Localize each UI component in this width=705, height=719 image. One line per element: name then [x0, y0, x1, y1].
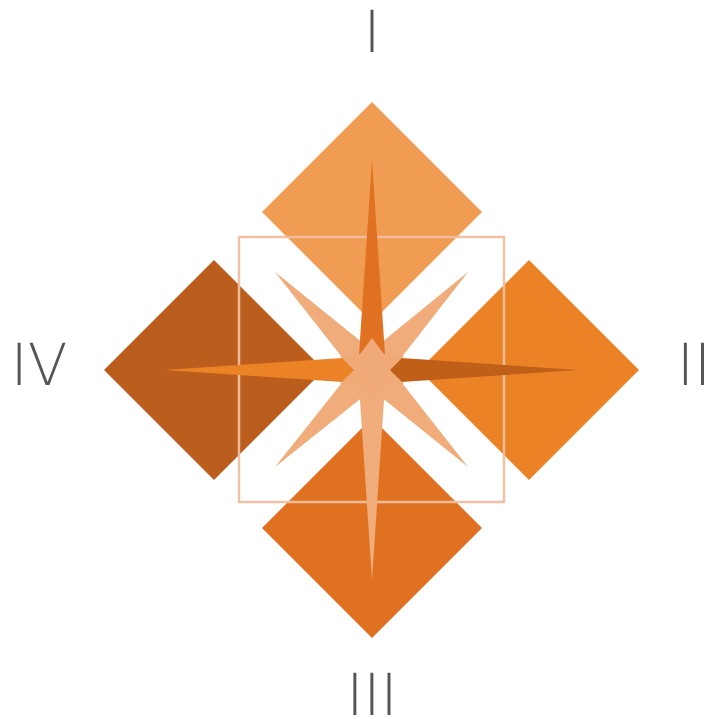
- label-quadrant-right: II: [677, 331, 705, 399]
- label-quadrant-left: IV: [11, 331, 68, 399]
- label-quadrant-bottom: III: [346, 661, 397, 719]
- label-quadrant-top: I: [363, 0, 380, 66]
